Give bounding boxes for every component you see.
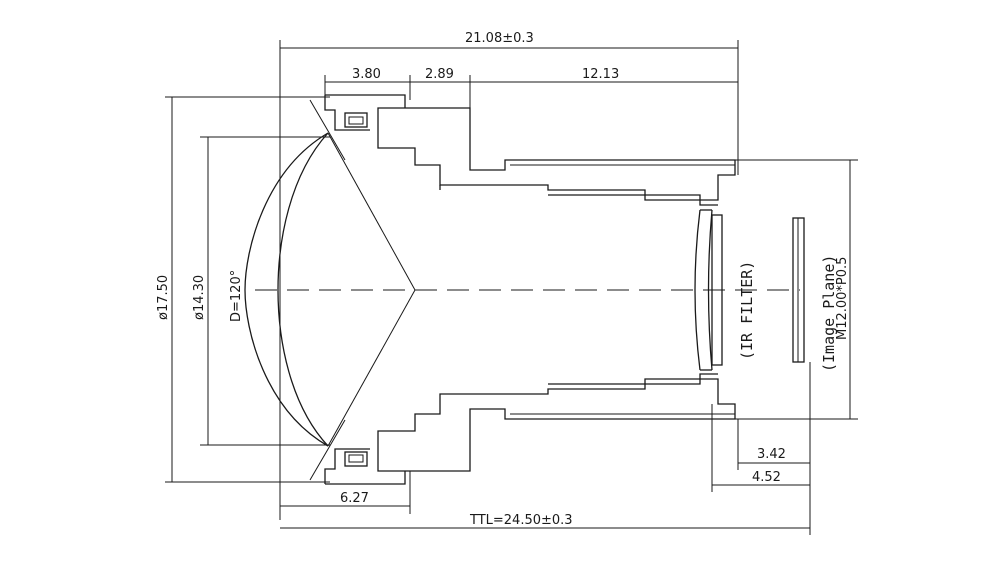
barrel-length-text: 12.13 [582,67,619,82]
outer-diameter-text: ø17.50 [156,275,171,320]
front-dome-lens [244,99,416,481]
image-plane-label: (Image Plane) [820,255,838,372]
image-plane-sensor [792,217,805,363]
middle-section-text: 2.89 [425,67,454,82]
front-section-text: 3.80 [352,67,381,82]
lens-housing [324,94,736,485]
lens-diameter-text: ø14.30 [192,275,207,320]
total-track-text: TTL=24.50±0.3 [469,513,573,528]
filter-to-plane-text: 3.42 [757,447,786,462]
flange-to-plane-text: 4.52 [752,470,781,485]
thread-spec-text: M12.00*P0.5 [835,257,850,340]
front-depth-text: 6.27 [340,491,369,506]
ir-filter [711,214,723,366]
field-of-view-text: D=120° [229,270,244,322]
ir-filter-label: (IR FILTER) [738,261,756,360]
dimension-lines [165,40,858,535]
overall-length-text: 21.08±0.3 [465,31,534,46]
